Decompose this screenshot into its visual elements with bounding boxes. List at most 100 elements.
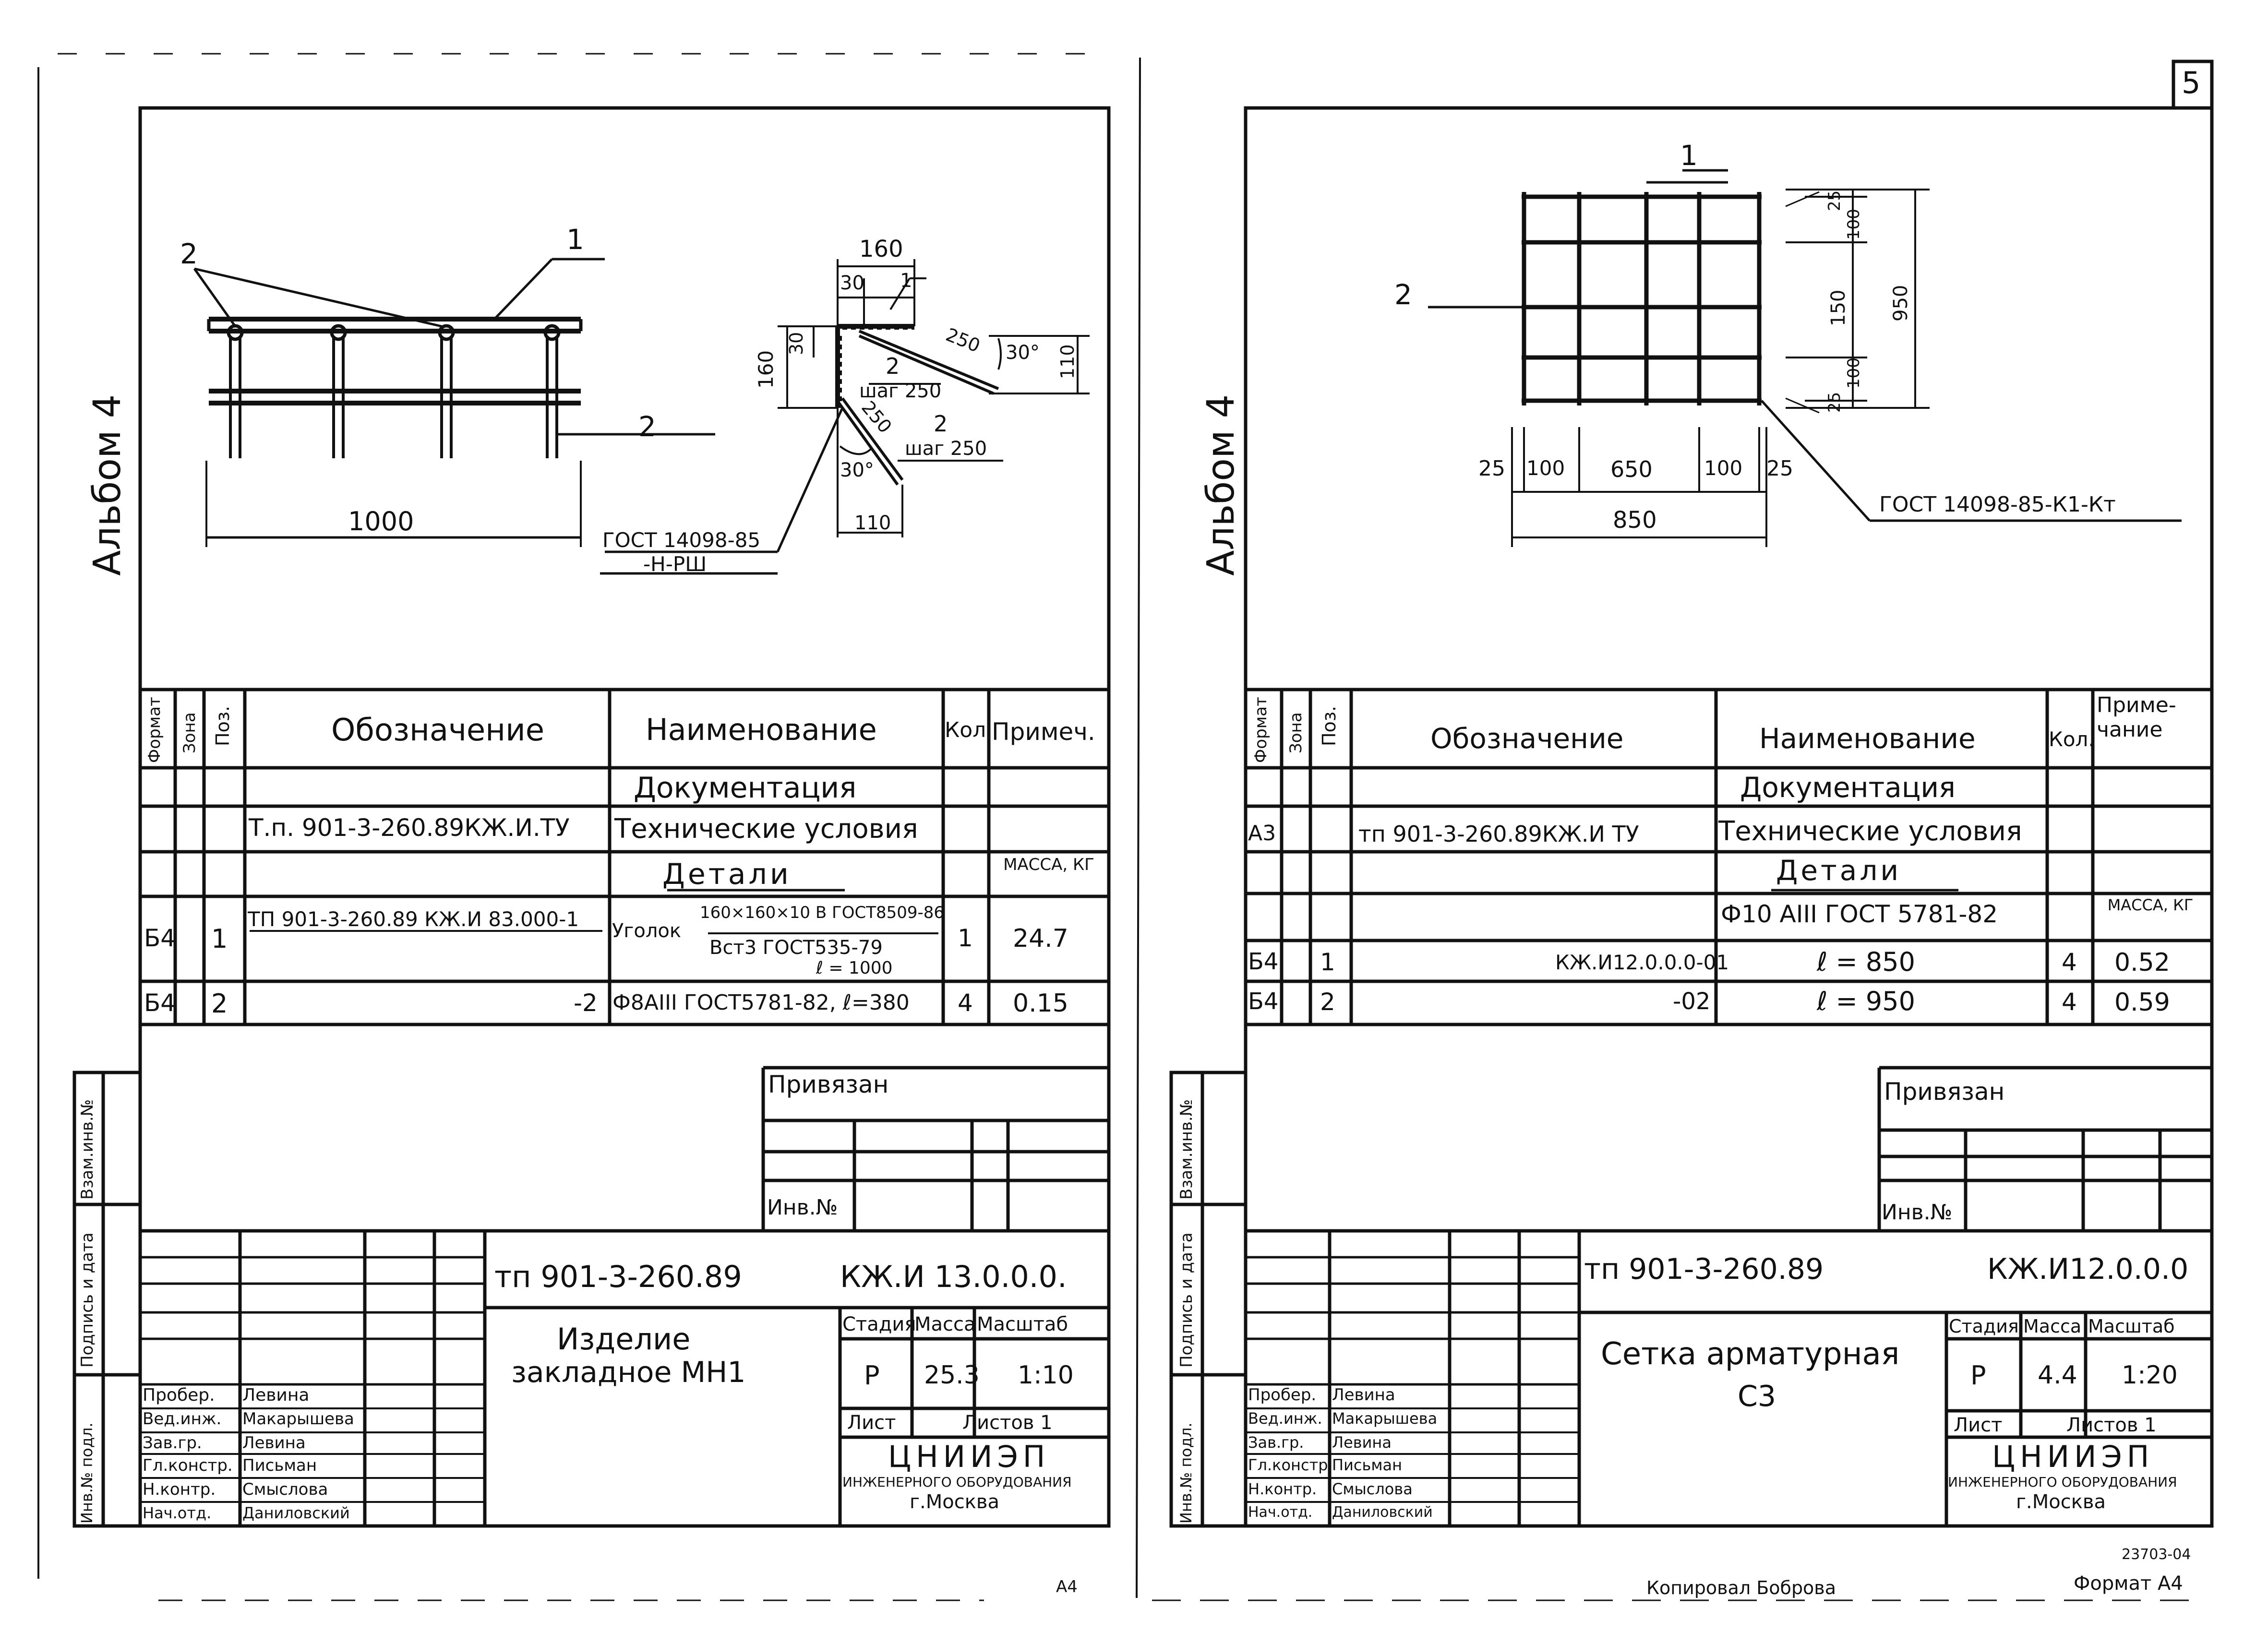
callout-1: 1 [566, 223, 584, 256]
col-format: Формат [145, 697, 164, 763]
archive-number: 23703-04 [2122, 1546, 2191, 1563]
dim-25-right: 25 [1766, 456, 1793, 481]
col-pos: Поз. [212, 705, 233, 746]
side-label-replace: Взам.инв.№ [1177, 1099, 1196, 1200]
mesh-callout-1: 1 [1680, 139, 1698, 172]
stamp-mass-h: Масса [2023, 1316, 2082, 1337]
row1-qty: 1 [958, 924, 973, 952]
col-pos: Поз. [1319, 705, 1340, 746]
stamp-sheets-h: Листов 1 [2066, 1414, 2157, 1436]
stamp-org-line2: ИНЖЕНЕРНОГО ОБОРУДОВАНИЯ [1948, 1474, 2177, 1490]
stamp-sheets-h: Листов 1 [962, 1412, 1053, 1434]
mass-note: МАССА, КГ [1003, 855, 1094, 874]
stamp-org-line3: г.Москва [910, 1491, 999, 1513]
row1-qty: 4 [2062, 948, 2077, 976]
row2-name: ℓ = 950 [1817, 986, 1915, 1016]
stamp-code-left: тп 901-3-260.89 [1584, 1252, 1824, 1286]
signer-name: Письман [242, 1456, 317, 1475]
col-name: Наименование [646, 712, 877, 747]
section-110-vert: 110 [1057, 344, 1078, 379]
row1-name-c: Вст3 ГОСТ535-79 [709, 937, 883, 959]
stamp-code-right: КЖ.И12.0.0.0 [1987, 1252, 2189, 1286]
stamp-stage-h: Стадия [842, 1313, 916, 1335]
signer-role: Зав.гр. [143, 1433, 202, 1453]
stamp-org-line1: ЦНИИЭП [888, 1439, 1050, 1474]
stamp-scale: 1:10 [1018, 1361, 1074, 1390]
signer-role: Вед.инж. [1248, 1409, 1322, 1428]
col-name: Наименование [1759, 722, 1976, 755]
signer-name: Макарышева [242, 1409, 354, 1429]
row2-format: Б4 [144, 989, 176, 1017]
row2-note: 0.59 [2114, 988, 2170, 1017]
format-label-right: Формат А4 [2074, 1573, 2183, 1595]
signer-role: Нач.отд. [1248, 1504, 1313, 1521]
stamp-mass-h: Масса [914, 1313, 976, 1335]
left-frame [138, 106, 1111, 1528]
dim-650: 650 [1610, 456, 1653, 482]
section-step-a: шаг 250 [859, 380, 942, 402]
signer-name: Макарышева [1332, 1409, 1438, 1428]
section-width-dim: 160 [859, 236, 903, 262]
stamp-title-line2: С3 [1738, 1380, 1776, 1413]
row-tu-designation: Т.п. 901-3-260.89КЖ.И.ТУ [249, 814, 570, 842]
section-parts: Детали [662, 858, 792, 891]
dim-150: 150 [1827, 289, 1849, 326]
stamp-stage: Р [864, 1360, 880, 1391]
gost-line2: -Н-РШ [643, 552, 707, 576]
side-label-sign: Подпись и дата [1177, 1232, 1196, 1368]
copied-by: Копировал Боброва [1646, 1577, 1836, 1598]
stamp-title-line1: Изделие [557, 1322, 691, 1357]
dim-25-bottom: 25 [1825, 392, 1844, 413]
signer-name: Смыслова [1332, 1480, 1413, 1498]
row-tu-designation: тп 901-3-260.89КЖ.И ТУ [1358, 821, 1639, 847]
section-2a: 2 [886, 353, 900, 379]
section-2b: 2 [934, 411, 948, 437]
stamp-org-line1: ЦНИИЭП [1992, 1439, 2154, 1474]
signer-name: Левина [242, 1433, 306, 1453]
right-frame [1244, 106, 2214, 1528]
col-zone: Зона [1286, 712, 1306, 753]
stamp-org-line2: ИНЖЕНЕРНОГО ОБОРУДОВАНИЯ [842, 1474, 1072, 1490]
row1-designation: ТП 901-3-260.89 КЖ.И 83.000-1 [248, 907, 579, 931]
stamp-scale: 1:20 [2122, 1361, 2178, 1390]
signer-name: Даниловский [1332, 1504, 1433, 1521]
row2-pos: 2 [211, 989, 228, 1019]
signer-role: Гл.констр. [1248, 1456, 1333, 1474]
signer-role: Н.контр. [143, 1480, 216, 1499]
stamp-scale-h: Масштаб [2088, 1316, 2175, 1337]
col-designation: Обозначение [1430, 722, 1624, 755]
side-label-inv: Инв.№ подл. [78, 1422, 96, 1524]
row2-qty: 4 [958, 989, 973, 1017]
dim-100-left: 100 [1526, 456, 1565, 480]
row1-name-d: ℓ = 1000 [816, 958, 893, 978]
row1-name-a: Уголок [612, 920, 682, 942]
side-label-inv: Инв.№ подл. [1177, 1422, 1195, 1524]
section-30-vert: 30 [786, 332, 807, 355]
row-tu-name: Технические условия [614, 813, 918, 845]
callout-2-right: 2 [638, 410, 656, 443]
dim-100-right: 100 [1704, 456, 1743, 480]
dim-950: 950 [1890, 285, 1912, 322]
material: Ф10 АIII ГОСТ 5781-82 [1721, 900, 1998, 928]
stamp-title-line2: закладное МН1 [511, 1356, 746, 1389]
row2-note: 0.15 [1013, 989, 1068, 1018]
stamp-code-right: КЖ.И 13.0.0.0. [840, 1259, 1067, 1294]
bound-label-right: Привязан [1884, 1078, 2005, 1106]
section-docs: Документация [1740, 771, 1956, 804]
page-number: 5 [2182, 65, 2201, 100]
gost-line1: ГОСТ 14098-85 [602, 528, 761, 552]
album-label-left: Альбом 4 [86, 394, 129, 576]
signer-role: Пробер. [1248, 1385, 1317, 1405]
signer-role: Нач.отд. [143, 1504, 212, 1522]
signer-name: Смыслова [242, 1480, 328, 1499]
stamp-stage: Р [1970, 1360, 1986, 1391]
dim-100-bottom: 100 [1844, 357, 1863, 389]
row1-note: 0.52 [2114, 948, 2170, 977]
section-docs: Документация [634, 771, 857, 805]
mesh-gost: ГОСТ 14098-85-К1-Кт [1879, 492, 2116, 517]
col-qty: Кол. [2049, 727, 2095, 751]
stamp-sheet-h: Лист [847, 1412, 896, 1434]
section-30: 30 [840, 272, 864, 294]
stamp-sheet-h: Лист [1954, 1414, 2003, 1436]
